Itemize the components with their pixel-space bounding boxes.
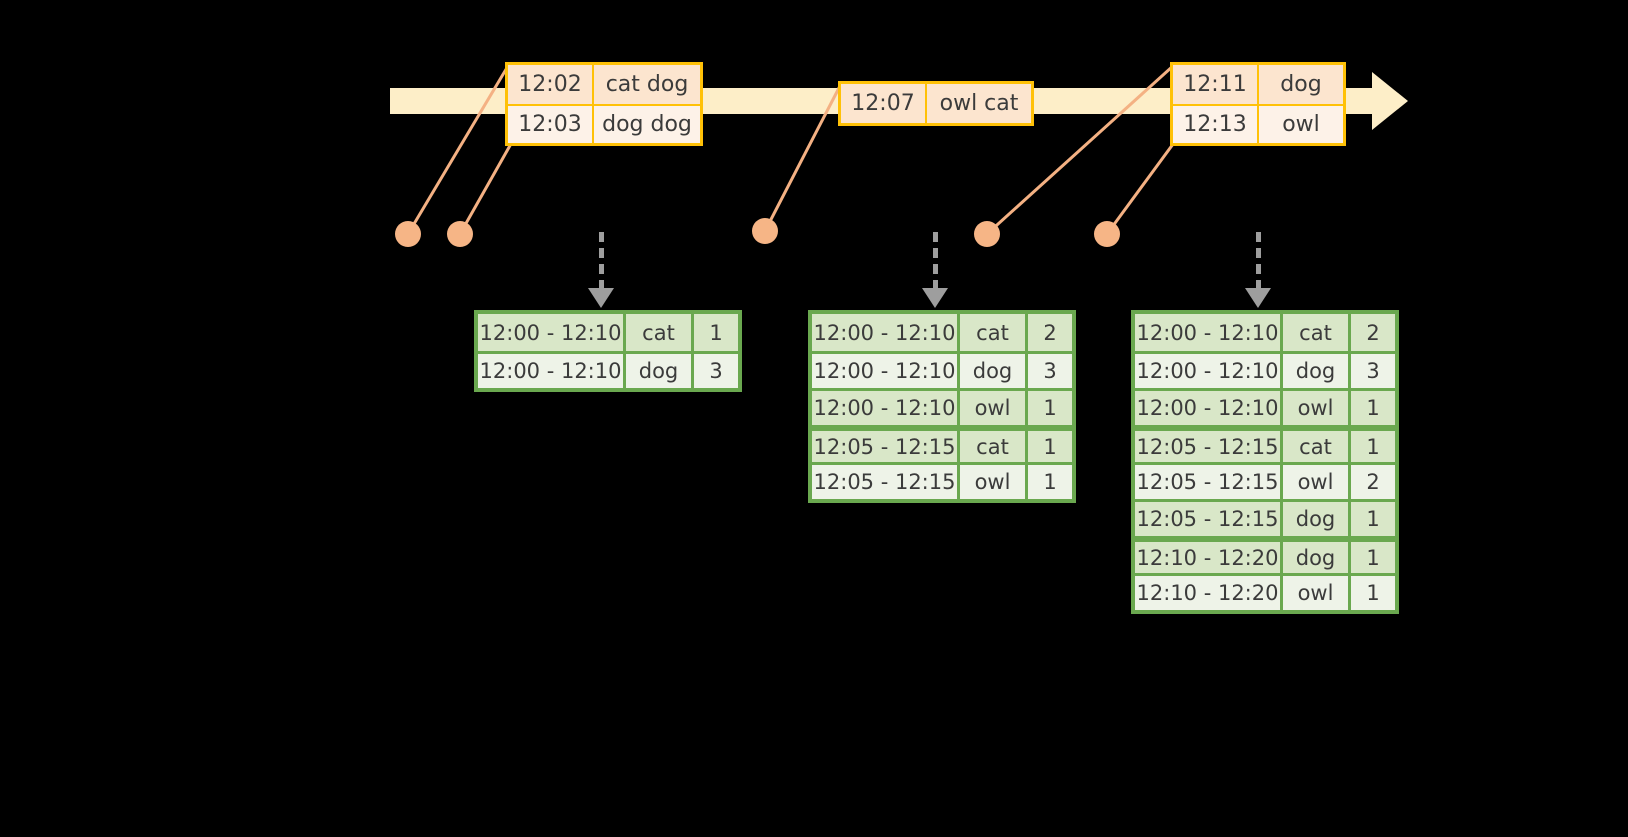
cell-word: dog (1283, 502, 1351, 536)
event-box-1[interactable]: 12:02 cat dog 12:03 dog dog (505, 62, 703, 146)
cell-word: owl (960, 465, 1028, 499)
cell-window: 12:05 - 12:15 (1135, 431, 1283, 462)
cell-window: 12:00 - 12:10 (812, 354, 960, 388)
cell-count: 1 (1028, 431, 1072, 462)
cell-window: 12:00 - 12:10 (478, 314, 626, 351)
cell-count: 3 (1028, 354, 1072, 388)
cell-count: 1 (1351, 502, 1395, 536)
event-row: 12:07 owl cat (841, 84, 1031, 123)
timeline-arrow-head-icon (1372, 72, 1408, 130)
event-time: 12:13 (1173, 106, 1259, 143)
cell-count: 2 (1351, 314, 1395, 351)
event-box-3[interactable]: 12:11 dog 12:13 owl (1170, 62, 1346, 146)
result-arrow-shaft (1256, 232, 1261, 290)
cell-word: dog (1283, 354, 1351, 388)
cell-word: dog (960, 354, 1028, 388)
event-time: 12:07 (841, 84, 927, 123)
cell-count: 2 (1351, 465, 1395, 499)
result-arrow-head-icon (588, 288, 614, 308)
result-arrow-shaft (599, 232, 604, 290)
event-row: 12:03 dog dog (508, 104, 700, 143)
cell-count: 2 (1028, 314, 1072, 351)
cell-word: cat (1283, 431, 1351, 462)
cell-window: 12:10 - 12:20 (1135, 576, 1283, 610)
result-arrow-head-icon (1245, 288, 1271, 308)
cell-word: owl (1283, 576, 1351, 610)
cell-window: 12:00 - 12:10 (1135, 391, 1283, 425)
cell-window: 12:00 - 12:10 (1135, 314, 1283, 351)
event-time: 12:03 (508, 106, 594, 143)
event-time: 12:02 (508, 65, 594, 104)
event-marker-dot (395, 221, 421, 247)
event-marker-dot (447, 221, 473, 247)
cell-count: 1 (1028, 391, 1072, 425)
cell-window: 12:05 - 12:15 (812, 431, 960, 462)
event-marker-dot (974, 221, 1000, 247)
event-box-2[interactable]: 12:07 owl cat (838, 81, 1034, 126)
event-row: 12:02 cat dog (508, 65, 700, 104)
cell-count: 1 (1351, 542, 1395, 573)
event-words: dog (1259, 65, 1343, 104)
event-row: 12:13 owl (1173, 104, 1343, 143)
event-words: owl cat (927, 84, 1031, 123)
cell-word: dog (1283, 542, 1351, 573)
cell-word: owl (1283, 391, 1351, 425)
result-arrow-head-icon (922, 288, 948, 308)
cell-count: 1 (1351, 391, 1395, 425)
event-row: 12:11 dog (1173, 65, 1343, 104)
cell-count: 3 (1351, 354, 1395, 388)
cell-word: dog (626, 354, 694, 388)
cell-count: 1 (694, 314, 738, 351)
cell-count: 1 (1351, 576, 1395, 610)
cell-word: owl (1283, 465, 1351, 499)
cell-count: 1 (1028, 465, 1072, 499)
cell-window: 12:00 - 12:10 (812, 391, 960, 425)
cell-window: 12:00 - 12:10 (478, 354, 626, 388)
cell-count: 3 (694, 354, 738, 388)
event-time: 12:11 (1173, 65, 1259, 104)
cell-window: 12:05 - 12:15 (1135, 465, 1283, 499)
cell-window: 12:00 - 12:10 (812, 314, 960, 351)
cell-word: cat (960, 314, 1028, 351)
cell-window: 12:05 - 12:15 (812, 465, 960, 499)
event-marker-dot (752, 218, 778, 244)
cell-count: 1 (1351, 431, 1395, 462)
event-words: cat dog (594, 65, 700, 104)
cell-word: owl (960, 391, 1028, 425)
result-arrow-shaft (933, 232, 938, 290)
event-marker-dot (1094, 221, 1120, 247)
cell-window: 12:00 - 12:10 (1135, 354, 1283, 388)
event-words: owl (1259, 106, 1343, 143)
cell-word: cat (626, 314, 694, 351)
event-words: dog dog (594, 106, 700, 143)
cell-window: 12:10 - 12:20 (1135, 542, 1283, 573)
cell-window: 12:05 - 12:15 (1135, 502, 1283, 536)
cell-word: cat (1283, 314, 1351, 351)
cell-word: cat (960, 431, 1028, 462)
